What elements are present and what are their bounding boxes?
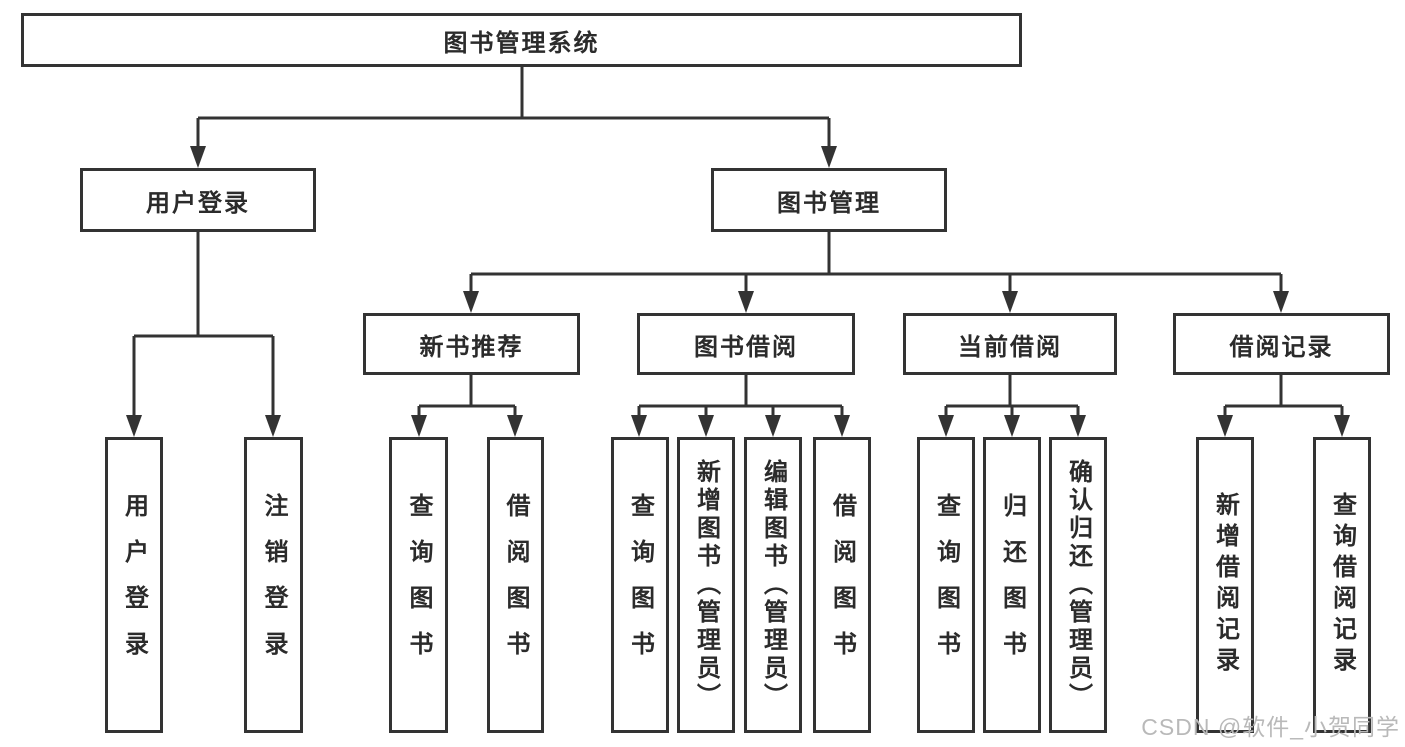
leaf-query-borrow-record: 查询借阅记录: [1313, 437, 1371, 733]
leaf-add-books-admin: 新增图书（管理员）: [677, 437, 735, 733]
node-book-management: 图书管理: [711, 168, 947, 232]
node-borrowing-records: 借阅记录: [1173, 313, 1390, 375]
leaf-query-books-2: 查询图书: [611, 437, 669, 733]
leaf-add-borrow-record: 新增借阅记录: [1196, 437, 1254, 733]
node-book-borrowing: 图书借阅: [637, 313, 855, 375]
node-new-book-recommend: 新书推荐: [363, 313, 580, 375]
leaf-return-books: 归还图书: [983, 437, 1041, 733]
leaf-edit-books-admin: 编辑图书（管理员）: [744, 437, 802, 733]
node-user-login: 用户登录: [80, 168, 316, 232]
node-root-library-system: 图书管理系统: [21, 13, 1022, 67]
leaf-confirm-return-admin: 确认归还（管理员）: [1049, 437, 1107, 733]
leaf-logout: 注销登录: [244, 437, 303, 733]
leaf-query-books-3: 查询图书: [917, 437, 975, 733]
leaf-borrow-books-2: 借阅图书: [813, 437, 871, 733]
leaf-query-books-1: 查询图书: [389, 437, 448, 733]
node-current-borrowing: 当前借阅: [903, 313, 1117, 375]
csdn-watermark: CSDN @软件_小贺同学: [1141, 714, 1400, 740]
leaf-borrow-books-1: 借阅图书: [487, 437, 544, 733]
leaf-user-login: 用户登录: [105, 437, 163, 733]
